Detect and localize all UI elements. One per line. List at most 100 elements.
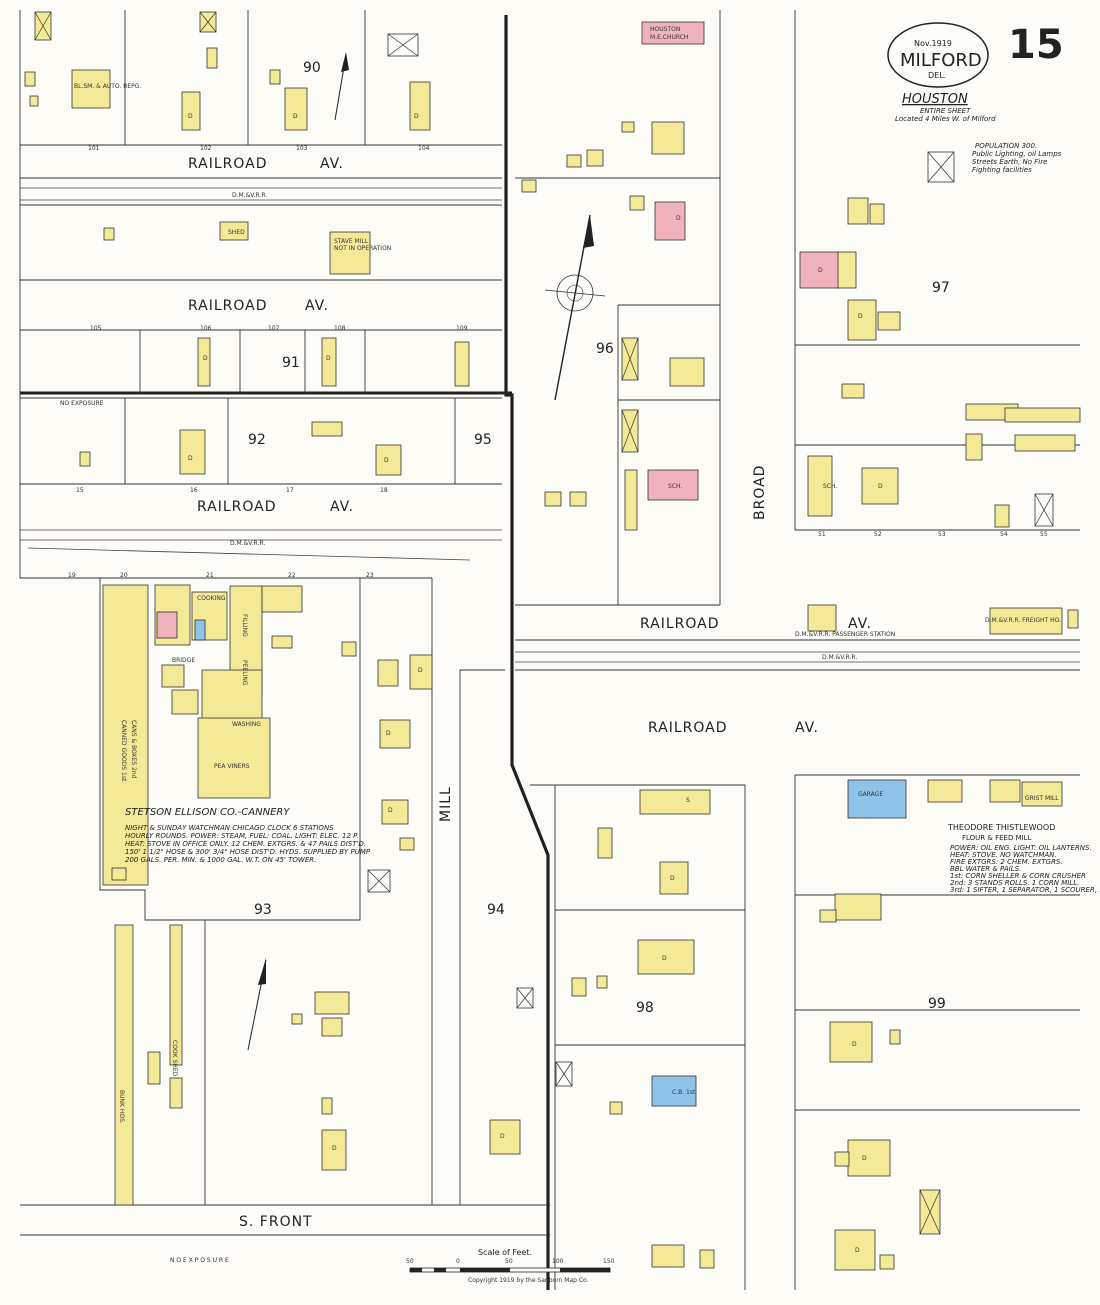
place-subtitle: ENTIRE SHEET [920,107,971,115]
scale-tick-50a: 50 [406,1258,414,1265]
scale-tick-50: 50 [505,1258,513,1265]
lot-number: 20 [120,572,128,579]
lot-number: 16 [190,487,198,494]
filling-label: FILLING [241,614,248,637]
washing-label: WASHING [232,721,261,728]
block-number-92: 92 [248,432,266,448]
lot-number: 21 [206,572,214,579]
dwelling-label: D [676,215,681,222]
population-note-4: Fighting facilities [972,166,1032,174]
lot-number: 52 [874,531,882,538]
lot-number: 106 [200,325,212,332]
lot-number: 53 [938,531,946,538]
garage-label: GARAGE [858,791,883,798]
state-name: DEL. [928,71,946,80]
church-label: HOUSTON [650,26,680,33]
av-label-4: AV. [848,616,872,632]
no-exposure-label: NO EXPOSURE [60,400,104,407]
freight-house-label: D.M.&V.R.R. FREIGHT HO. [985,617,1061,624]
dwelling-label: D [852,1041,857,1048]
dwelling-label: D [670,875,675,882]
sheet-date: Nov.1919 [914,39,952,48]
mill-note-1: POWER: OIL ENG. LIGHT: OIL LANTERNS. [950,844,1092,852]
av-label-5: AV. [795,720,819,736]
block-number-94: 94 [487,902,505,918]
scale-tick-100: 100 [552,1258,564,1265]
dwelling-label: D [388,807,393,814]
cooking-label: COOKING [197,595,226,602]
canned-goods-label: CANNED GOODS 1st [120,720,127,782]
pea-viners-label: PEA VINERS [214,763,250,770]
block-number-93: 93 [254,902,272,918]
compass-rose [544,214,606,401]
lot-number: 102 [200,145,212,152]
north-arrow-top [334,52,349,121]
dwelling-label: D [818,267,823,274]
block-number-90: 90 [303,60,321,76]
street-lines [19,10,1080,1290]
bunk-hos-label: BUNK HOS. [118,1090,125,1124]
sheet-number: 15 [1008,22,1064,68]
dwelling-label: D [858,313,863,320]
block-number-95: 95 [474,432,492,448]
population-note-2: Public Lighting, oil Lamps [972,150,1062,158]
cannery-note-2: HOURLY ROUNDS. POWER: STEAM, FUEL: COAL.… [125,832,359,840]
cannery-note-4: 150' 1 1/2" HOSE & 300' 3/4" HOSE DIST'D… [125,848,371,856]
railway-label-3: D.M.&V.R.R. [822,654,857,661]
lot-number: 101 [88,145,100,152]
shed-markers [34,11,1054,1235]
cannery-note-3: HEAT: STOVE IN OFFICE ONLY. 12 CHEM. EXT… [125,840,366,848]
city-name: MILFORD [900,50,982,71]
lot-number: 54 [1000,531,1008,538]
shed-label: SHED [228,229,245,236]
north-arrow-bottom [247,958,267,1051]
dwelling-label: D [384,457,389,464]
scale-tick-150: 150 [603,1258,615,1265]
mill-note-6: 2nd: 3 STANDS ROLLS. 1 CORN MILL. [950,879,1079,887]
bridge-label: BRIDGE [172,657,195,664]
dwelling-label: D [386,730,391,737]
block-number-97: 97 [932,280,950,296]
railroad-av-label-4: RAILROAD [640,616,720,632]
railway-label-1: D.M.&V.R.R. [232,192,267,199]
dwelling-label: D [662,955,667,962]
church-label-2: M.E.CHURCH [650,34,688,41]
dwelling-label: D [414,113,419,120]
dwelling-label: D [326,355,331,362]
lot-number: 22 [288,572,296,579]
railroad-av-label-2: RAILROAD [188,298,268,314]
buildings [24,11,1081,1271]
dwelling-label: D [878,483,883,490]
mill-street-label: MILL [438,786,454,822]
dwelling-label: D [188,113,193,120]
peeling-label: PEELING [241,660,248,686]
place-location: Located 4 Miles W. of Milford [895,115,996,123]
block-number-99: 99 [928,996,946,1012]
block-number-98: 98 [636,1000,654,1016]
school-label: SCH. [668,483,682,490]
map-text: 15 Nov.1919 MILFORD DEL. HOUSTON ENTIRE … [60,22,1100,1284]
s-front-label: S. FRONT [239,1214,313,1230]
mill-note-3: FIRE EXTGRS: 2 CHEM. EXTGRS. [950,858,1063,866]
flour-mill-label-2: FLOUR & FEED MILL [962,834,1032,842]
dwelling-label: D [203,355,208,362]
cans-boxes-label: CANS & BOXES 2nd [130,720,137,779]
dwelling-label: D [293,113,298,120]
block-number-96: 96 [596,341,614,357]
lot-number: 18 [380,487,388,494]
store-label: S [686,797,690,804]
cannery-note-1: NIGHT & SUNDAY WATCHMAN CHICAGO CLOCK 6 … [125,824,334,832]
lot-number: 15 [76,487,84,494]
school-label-2: SCH. [823,483,837,490]
no-exposure-bottom: N O E X P O S U R E [170,1257,229,1264]
scale-tick-0: 0 [456,1258,460,1265]
lot-number: 105 [90,325,102,332]
population-note-3: Streets Earth, No Fire [972,158,1047,166]
bl-auto-label: BL.SM. & AUTO. REPG. [74,83,141,90]
lot-number: 51 [818,531,826,538]
av-label-3: AV. [330,499,354,515]
lot-number: 17 [286,487,294,494]
cannery-note-5: 200 GALS. PER. MIN. & 1000 GAL. W.T. ON … [125,856,316,864]
dwelling-label: D [500,1133,505,1140]
